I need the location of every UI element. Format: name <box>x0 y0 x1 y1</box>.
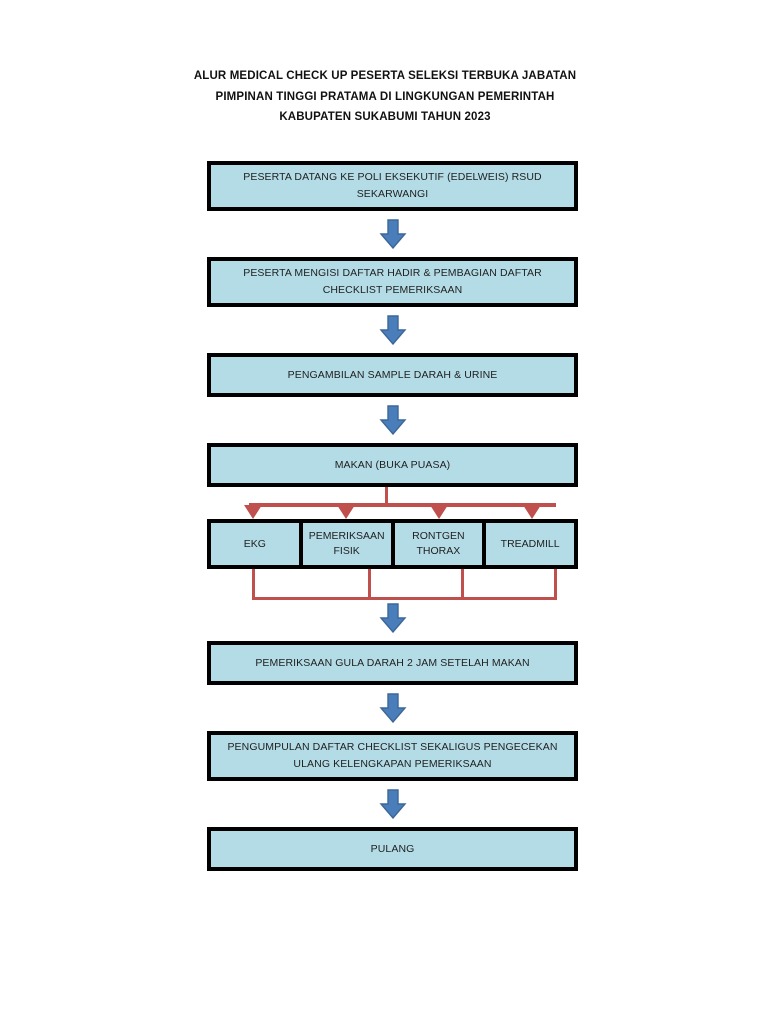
merge-drop-rontgen-thorax <box>461 569 464 599</box>
flow-node-label: EKG <box>243 537 266 550</box>
merge-drop-treadmill <box>554 569 557 599</box>
connector-arrow-4 <box>207 603 578 633</box>
connector-arrow-5 <box>207 693 578 723</box>
flow-node-label: RONTGEN THORAX <box>412 530 465 557</box>
split-arrowhead-pemeriksaan-fisik <box>337 505 355 519</box>
connector-red-split <box>207 487 578 519</box>
flow-node-label: PESERTA MENGISI DAFTAR HADIR & PEMBAGIAN… <box>243 267 542 296</box>
flow-node-label: PENGAMBILAN SAMPLE DARAH & URINE <box>287 368 498 381</box>
merge-bar <box>252 597 557 600</box>
flow-node-sample-darah-urine: PENGAMBILAN SAMPLE DARAH & URINE <box>207 353 578 397</box>
flow-node-daftar-hadir: PESERTA MENGISI DAFTAR HADIR & PEMBAGIAN… <box>207 257 578 307</box>
flowchart-body: PESERTA DATANG KE POLI EKSEKUTIF (EDELWE… <box>207 161 578 871</box>
connector-arrow-1 <box>207 219 578 249</box>
flow-node-makan-buka-puasa: MAKAN (BUKA PUASA) <box>207 443 578 487</box>
title-line-1: ALUR MEDICAL CHECK UP PESERTA SELEKSI TE… <box>193 70 577 82</box>
flow-node-label: PENGUMPULAN DAFTAR CHECKLIST SEKALIGUS P… <box>227 741 558 770</box>
flow-node-treadmill: TREADMILL <box>486 523 574 565</box>
flow-parallel-examinations: EKG PEMERIKSAAN FISIK RONTGEN THORAX TRE… <box>207 519 578 569</box>
flow-node-pengumpulan-checklist: PENGUMPULAN DAFTAR CHECKLIST SEKALIGUS P… <box>207 731 578 781</box>
title-line-3: KABUPATEN SUKABUMI TAHUN 2023 <box>279 111 491 123</box>
connector-arrow-2 <box>207 315 578 345</box>
title-line-2: PIMPINAN TINGGI PRATAMA DI LINGKUNGAN PE… <box>215 90 555 103</box>
merge-drop-ekg <box>252 569 255 599</box>
flow-node-label: PULANG <box>370 842 415 855</box>
split-arrowhead-rontgen-thorax <box>430 505 448 519</box>
split-arrowhead-treadmill <box>523 505 541 519</box>
flow-node-rontgen-thorax: RONTGEN THORAX <box>395 523 487 565</box>
split-arrowhead-ekg <box>244 505 262 519</box>
flow-node-pemeriksaan-fisik: PEMERIKSAAN FISIK <box>303 523 395 565</box>
connector-red-merge <box>207 569 578 603</box>
flow-node-ekg: EKG <box>211 523 303 565</box>
flow-node-label: TREADMILL <box>500 537 560 550</box>
merge-drop-pemeriksaan-fisik <box>368 569 371 599</box>
split-stem <box>385 487 388 505</box>
connector-arrow-6 <box>207 789 578 819</box>
flow-node-label: PEMERIKSAAN FISIK <box>308 530 385 557</box>
flow-node-label: PESERTA DATANG KE POLI EKSEKUTIF (EDELWE… <box>243 171 542 200</box>
flow-node-peserta-datang: PESERTA DATANG KE POLI EKSEKUTIF (EDELWE… <box>207 161 578 211</box>
page-title: ALUR MEDICAL CHECK UP PESERTA SELEKSI TE… <box>150 66 620 128</box>
connector-arrow-3 <box>207 405 578 435</box>
flow-node-label: PEMERIKSAAN GULA DARAH 2 JAM SETELAH MAK… <box>255 656 530 669</box>
flow-node-pulang: PULANG <box>207 827 578 871</box>
flow-node-gula-darah: PEMERIKSAAN GULA DARAH 2 JAM SETELAH MAK… <box>207 641 578 685</box>
flow-node-label: MAKAN (BUKA PUASA) <box>334 458 451 471</box>
split-bar <box>253 503 556 507</box>
